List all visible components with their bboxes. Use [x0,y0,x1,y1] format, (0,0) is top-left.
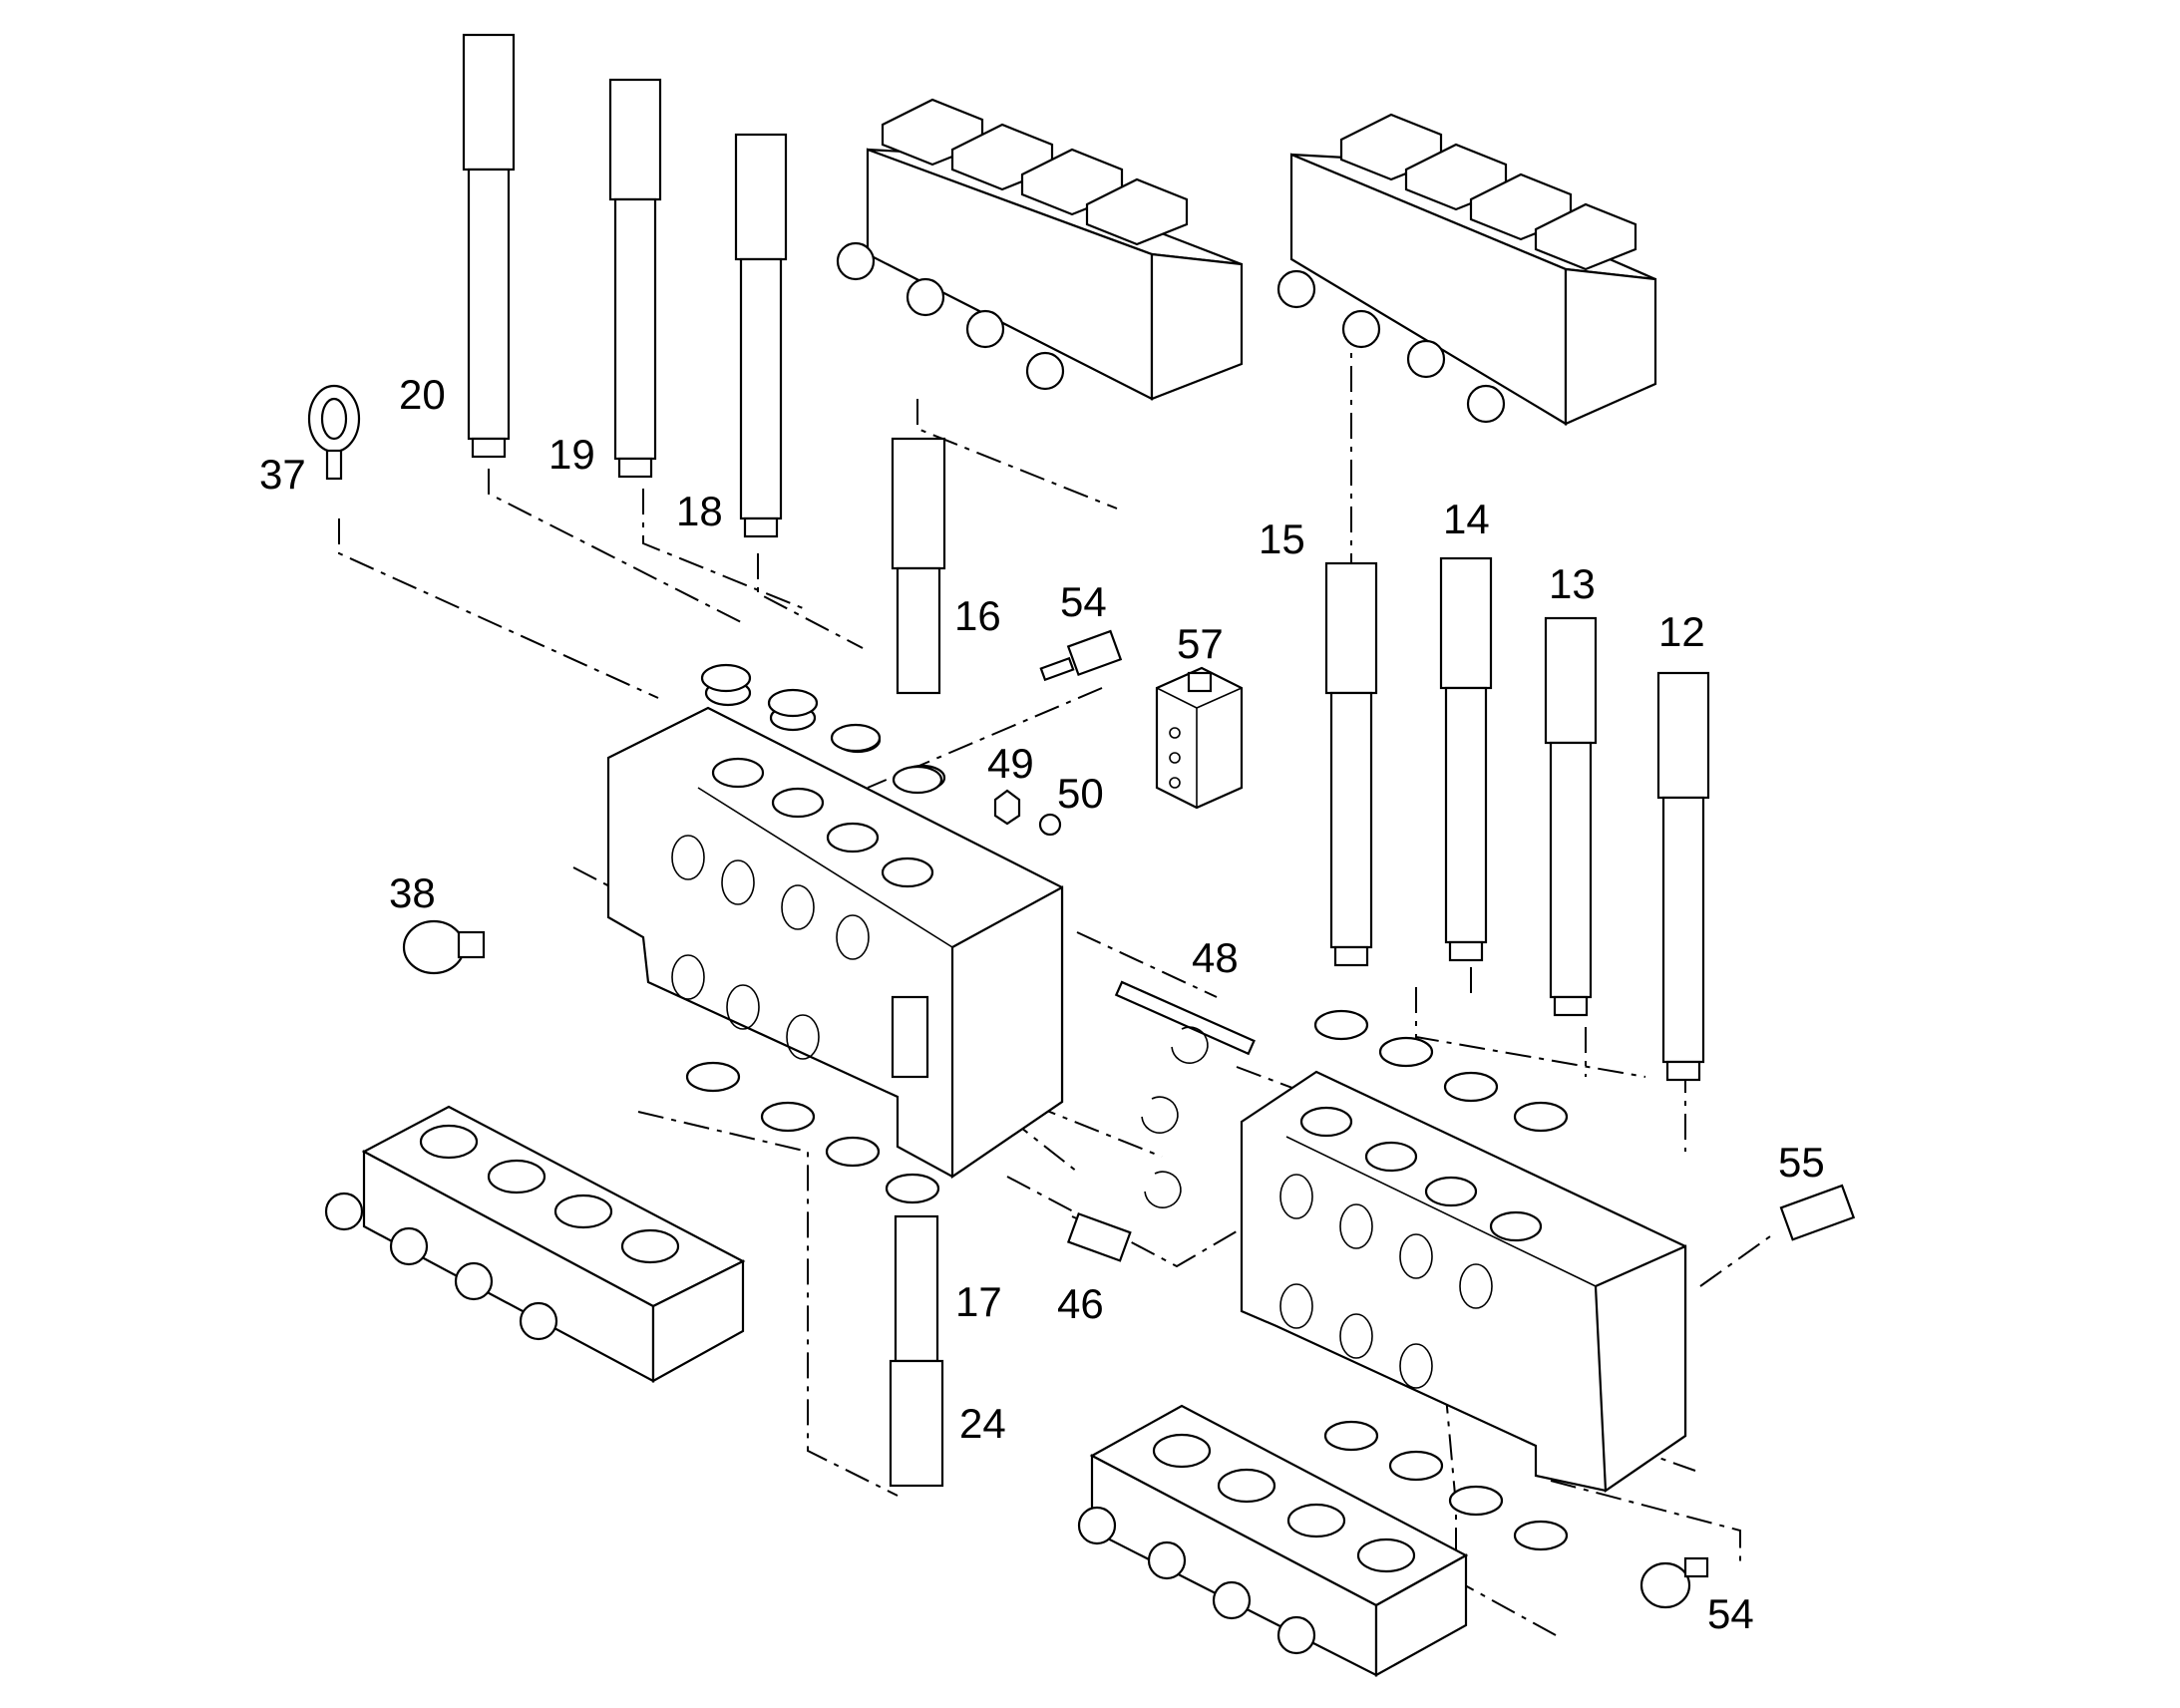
callout-label: 16 [954,592,1001,639]
callout-label: 50 [1057,770,1104,817]
callout-label: 24 [959,1400,1006,1447]
o-rings [685,663,1569,1551]
callout-label: 49 [987,740,1034,787]
callout-label: 48 [1192,934,1239,981]
callout-label: 19 [548,431,595,478]
washer-50 [1038,813,1062,837]
plug-54-lower [1639,1556,1709,1609]
callout-label: 20 [399,371,446,418]
callout-label: 17 [955,1278,1002,1325]
stud-48 [1114,980,1256,1056]
callout-label: 18 [676,488,723,534]
plug-38 [402,919,486,975]
solenoid-block-lower-right [1077,1404,1469,1677]
spool-19 [608,78,662,479]
callout-label: 12 [1658,608,1705,655]
snap-rings [1141,1026,1209,1208]
spool-13 [1544,616,1598,1017]
spool-12 [1656,671,1710,1082]
spool-18 [734,133,788,538]
callout-label: 54 [1060,578,1107,625]
callout-label: 15 [1259,515,1305,562]
callout-label: 37 [259,451,306,498]
spool-14 [1439,556,1493,962]
callout-label: 57 [1177,620,1224,667]
solenoid-block-upper-right [1276,113,1657,426]
callout-label: 14 [1443,496,1490,542]
spool-15 [1324,561,1378,967]
callout-label: 55 [1778,1139,1825,1186]
callout-label: 54 [1707,1590,1754,1637]
callout-label: 46 [1057,1280,1104,1327]
callout-label: 13 [1549,560,1596,607]
solenoid-block-lower-left [324,1105,746,1383]
valve-54-upper [1039,629,1123,682]
fitting-46 [1066,1211,1132,1262]
solenoid-block-upper-left [836,98,1244,401]
spool-17-24 [889,1214,944,1488]
eye-bolt-37 [307,384,361,481]
callout-label: 38 [389,869,436,916]
valve-body-left [606,679,1064,1180]
spool-20 [462,33,516,459]
nut-49 [993,789,1021,826]
valve-body-right [1240,1070,1687,1494]
sensor-57 [1155,666,1244,810]
spool-16 [891,437,946,695]
fitting-55 [1779,1184,1856,1241]
